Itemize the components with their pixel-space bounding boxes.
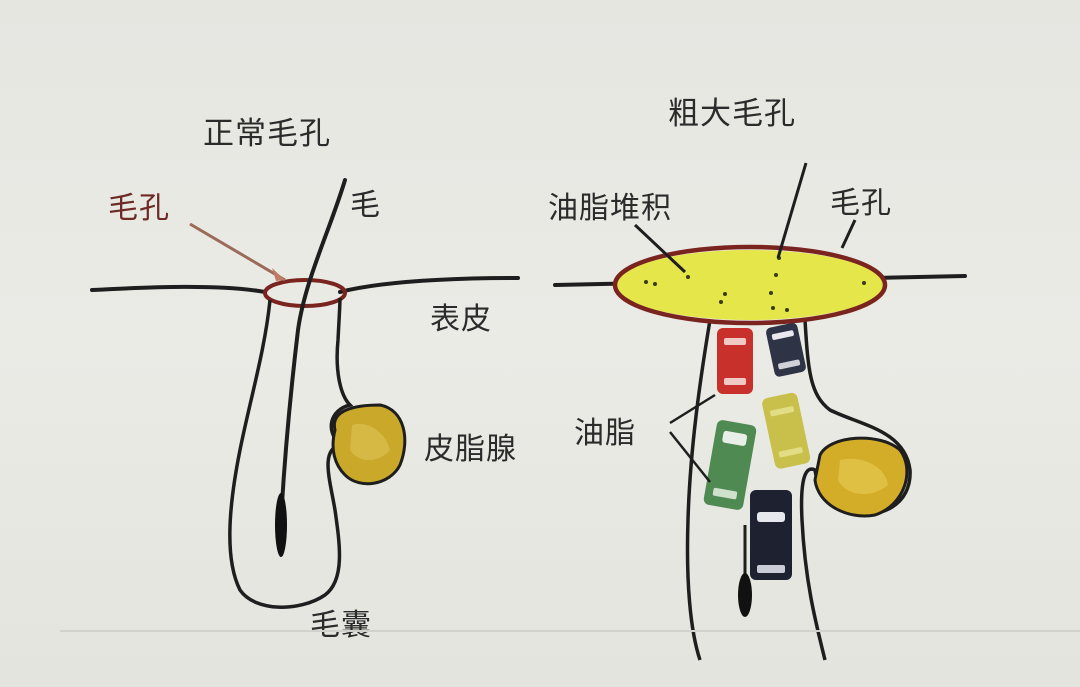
normal-pore-ring [263,278,347,308]
normal-pore-arrow [189,222,286,282]
normal-pore-title: 正常毛孔 [203,116,331,152]
enlarged-hair-bulb [738,573,752,617]
epidermis-label: 表皮 [430,302,492,337]
oil-car-green [703,420,757,510]
enlarged-pore-label: 毛孔 [830,186,892,221]
arrow-head-icon [272,268,285,281]
hair-follicle-outline [228,297,354,609]
sebaceous-gland-label: 皮脂腺 [424,432,517,467]
oil-car-red [717,328,753,394]
enlarged-pore-diagram [553,162,967,661]
page-edge [60,630,1080,632]
enlarged-pore-ring [612,244,888,326]
hair-bulb [275,493,287,557]
normal-pore-diagram [90,178,520,609]
enlarged-pore-title: 粗大毛孔 [668,96,796,132]
oil-car-navy [766,322,806,377]
hair-follicle-label: 毛囊 [310,608,372,643]
normal-epidermis-line [90,276,520,294]
hair-shaft [279,178,347,522]
oil-accumulation [616,250,884,320]
hair-label: 毛 [350,188,381,223]
oil-accumulation-label: 油脂堆积 [548,191,672,226]
oil-car-yellow [762,392,811,469]
oil-leader-2 [669,431,711,483]
oil-car-black [750,490,792,580]
oil-accumulation-leader [633,223,687,274]
normal-pore-label: 毛孔 [108,191,170,226]
pore-leader [840,219,857,249]
oil-label: 油脂 [574,416,636,451]
oil-leader-1 [669,393,716,425]
hair-leader [776,162,808,259]
